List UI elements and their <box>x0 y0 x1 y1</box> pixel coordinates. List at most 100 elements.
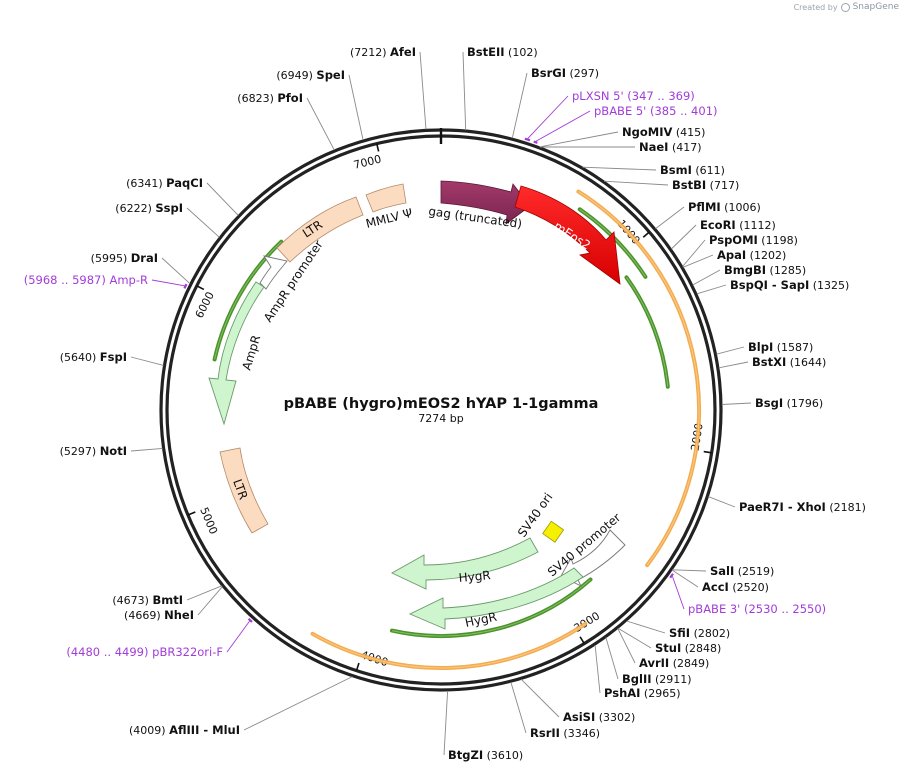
enzyme-site[interactable]: ApaI (1202) <box>682 248 786 268</box>
enzyme-site[interactable]: (5640) FspI <box>60 350 164 366</box>
enzyme-site[interactable]: AvrII (2849) <box>617 628 709 670</box>
enzyme-position: (1325) <box>809 279 849 292</box>
enzyme-site[interactable]: PflMI (1006) <box>655 200 761 229</box>
enzyme-label: AvrII (2849) <box>639 656 709 670</box>
mmlv-psi-feature[interactable] <box>365 183 407 213</box>
primer-leader-line <box>671 576 685 610</box>
enzyme-position: (2965) <box>640 687 680 700</box>
enzyme-site[interactable]: (6823) PfoI <box>237 91 335 151</box>
enzyme-site[interactable]: (6949) SpeI <box>276 68 364 141</box>
enzyme-site[interactable]: NgoMIV (415) <box>539 125 706 148</box>
enzyme-position: (297) <box>566 67 599 80</box>
enzyme-label: ApaI (1202) <box>717 248 786 262</box>
enzyme-site[interactable]: AsiSI (3302) <box>520 678 635 724</box>
hygr-inner-feature[interactable] <box>391 537 539 590</box>
enzyme-site[interactable]: (4669) NheI <box>124 586 223 622</box>
ampr-feature[interactable] <box>208 281 265 426</box>
enzyme-site[interactable]: BstEII (102) <box>462 45 538 131</box>
enzyme-site[interactable]: (7212) AfeI <box>350 45 427 130</box>
primer-label: pLXSN 5' (347 .. 369) <box>572 89 695 103</box>
orf-arc <box>310 621 588 670</box>
enzyme-name: BsmI <box>660 163 692 177</box>
snapgene-logo-icon <box>840 2 850 12</box>
enzyme-site[interactable]: PaeR7I - XhoI (2181) <box>708 496 866 514</box>
enzyme-leader-line <box>197 586 223 616</box>
enzyme-site[interactable]: BstBI (717) <box>604 178 739 192</box>
enzyme-site[interactable]: AccI (2520) <box>671 569 769 594</box>
orf-arc <box>390 577 593 638</box>
primer-label: pBABE 3' (2530 .. 2550) <box>688 602 826 616</box>
enzyme-leader-line <box>682 254 714 268</box>
enzyme-site[interactable]: PspOMI (1198) <box>682 233 798 267</box>
enzyme-position: (415) <box>672 126 705 139</box>
enzyme-name: BspQI - SapI <box>730 278 809 292</box>
enzyme-leader-line <box>186 207 220 238</box>
enzyme-name: PspOMI <box>709 233 758 247</box>
enzyme-site[interactable]: StuI (2848) <box>617 627 721 655</box>
enzyme-position: (5297) <box>60 445 100 458</box>
enzyme-site[interactable]: BsmI (611) <box>582 163 725 177</box>
enzyme-site[interactable]: (4009) AflIII - MluI <box>129 676 353 737</box>
enzyme-site[interactable]: (4673) BmtI <box>112 585 222 607</box>
enzyme-name: BglII <box>622 672 652 686</box>
enzyme-site[interactable]: EcoRI (1112) <box>670 218 776 250</box>
primer-site[interactable]: pBABE 3' (2530 .. 2550) <box>669 573 826 616</box>
enzyme-position: (5640) <box>60 351 100 364</box>
plasmid-title: pBABE (hygro)mEOS2 hYAP 1-1gamma <box>284 396 599 412</box>
enzyme-leader-line <box>419 51 427 130</box>
primer-site[interactable]: (4480 .. 4499) pBR322ori-F <box>66 618 253 659</box>
enzyme-site[interactable]: BsgI (1796) <box>721 396 823 410</box>
enzyme-site[interactable]: (5297) NotI <box>60 444 163 458</box>
enzyme-site[interactable]: PshAI (2965) <box>594 644 681 700</box>
primer-layer: pLXSN 5' (347 .. 369)pBABE 5' (385 .. 40… <box>24 89 826 659</box>
enzyme-site[interactable]: NaeI (417) <box>540 140 702 154</box>
enzyme-leader-line <box>443 690 449 756</box>
enzyme-position: (6949) <box>276 69 316 82</box>
enzyme-label: BsmI (611) <box>660 163 725 177</box>
enzyme-site[interactable]: BsrGI (297) <box>511 66 599 139</box>
meos2-feature[interactable] <box>514 185 621 285</box>
enzyme-position: (1006) <box>721 201 761 214</box>
primer-mark <box>183 283 188 289</box>
primer-site[interactable]: pLXSN 5' (347 .. 369) <box>524 89 695 142</box>
enzyme-label: BstEII (102) <box>467 45 538 59</box>
primer-leader-line <box>226 620 250 653</box>
enzyme-site[interactable]: BglII (2911) <box>605 637 692 687</box>
ltr-top-feature[interactable] <box>276 196 364 263</box>
enzyme-label: PshAI (2965) <box>604 686 681 700</box>
gag-truncated-feature[interactable] <box>440 180 531 225</box>
enzyme-label: (4009) AflIII - MluI <box>129 723 240 737</box>
enzyme-site[interactable]: BmgBI (1285) <box>692 263 806 286</box>
enzyme-label: SfiI (2802) <box>669 626 730 640</box>
enzyme-site[interactable]: BtgZI (3610) <box>443 690 523 762</box>
hygr-outer-feature[interactable] <box>408 567 584 630</box>
scale-tick-label: 7000 <box>352 153 382 172</box>
primer-site[interactable]: (5968 .. 5987) Amp-R <box>24 273 188 289</box>
enzyme-position: (417) <box>668 141 701 154</box>
ampr-promoter-feature[interactable] <box>259 255 288 290</box>
enzyme-site[interactable]: BlpI (1587) <box>716 340 813 355</box>
enzyme-site[interactable]: BspQI - SapI (1325) <box>696 278 849 295</box>
enzyme-name: BmgBI <box>724 263 766 277</box>
enzyme-site[interactable]: (5995) DraI <box>91 251 191 285</box>
enzyme-site[interactable]: (6222) SspI <box>115 201 220 238</box>
enzyme-position: (3346) <box>560 727 600 740</box>
primer-mark <box>669 573 674 579</box>
sv40-ori-feature[interactable] <box>542 520 565 543</box>
enzyme-position: (1202) <box>746 249 786 262</box>
enzyme-position: (4673) <box>112 594 152 607</box>
enzyme-leader-line <box>672 569 707 572</box>
enzyme-site[interactable]: SfiI (2802) <box>626 620 731 640</box>
enzyme-leader-line <box>348 74 364 141</box>
primer-label: (5968 .. 5987) Amp-R <box>24 273 148 287</box>
primer-site[interactable]: pBABE 5' (385 .. 401) <box>533 104 718 144</box>
enzyme-label: AsiSI (3302) <box>563 710 635 724</box>
primer-mark <box>533 140 538 144</box>
enzyme-site[interactable]: RsrII (3346) <box>510 682 600 740</box>
enzyme-site[interactable]: (6341) PaqCI <box>126 176 239 216</box>
enzyme-name: AfeI <box>390 45 416 59</box>
ltr-bottom-feature[interactable] <box>219 447 269 534</box>
enzyme-site[interactable]: BstXI (1644) <box>718 355 827 369</box>
enzyme-site[interactable]: SalI (2519) <box>672 564 774 578</box>
